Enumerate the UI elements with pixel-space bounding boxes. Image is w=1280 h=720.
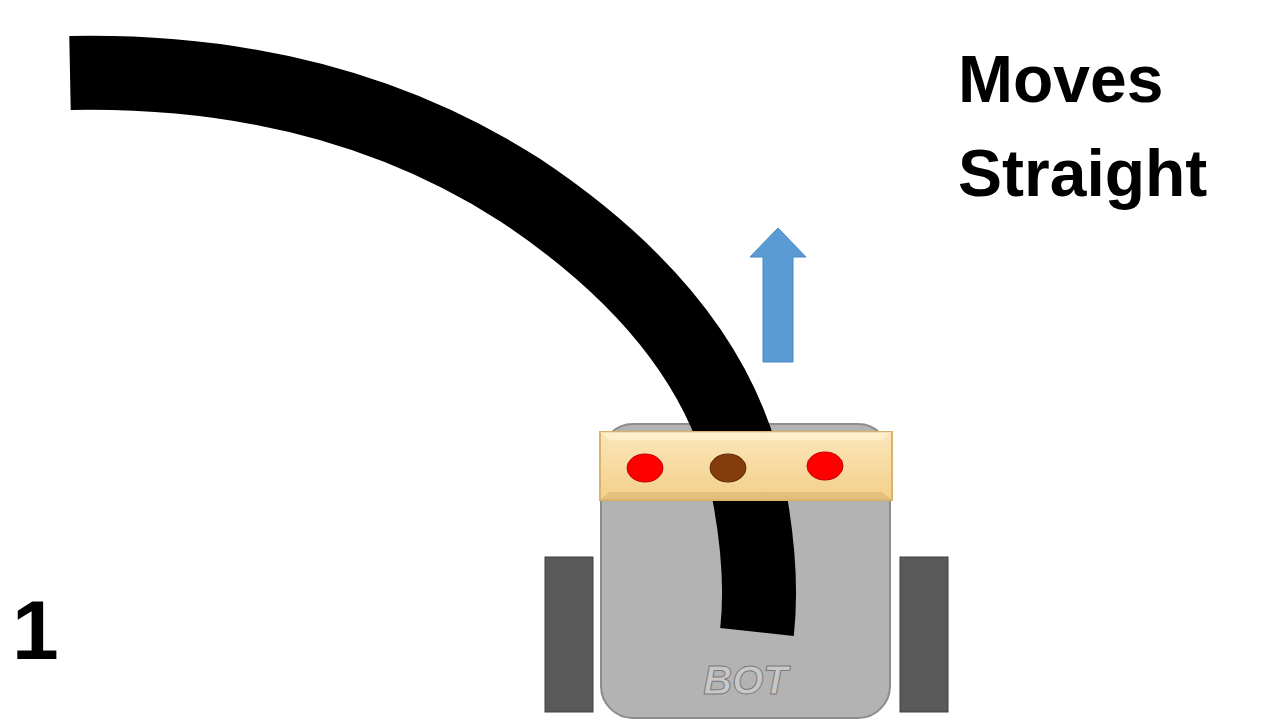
sensor-bar: [600, 432, 892, 500]
sensor-off: [627, 454, 663, 482]
callout-number: 1: [12, 580, 92, 680]
robot-name: BOT: [703, 660, 787, 700]
state-caption: Moves Straight: [958, 32, 1258, 220]
right-wheel: [900, 557, 948, 712]
sensor-bar-bevel: [600, 492, 892, 500]
sensor-off: [807, 452, 843, 480]
sensor-bar-bevel: [600, 432, 892, 440]
robot-body-label-area: BOT: [601, 650, 890, 710]
black-track: [70, 73, 759, 632]
left-wheel: [545, 557, 593, 712]
sensor-on: [710, 454, 746, 482]
direction-arrow: [750, 228, 806, 362]
